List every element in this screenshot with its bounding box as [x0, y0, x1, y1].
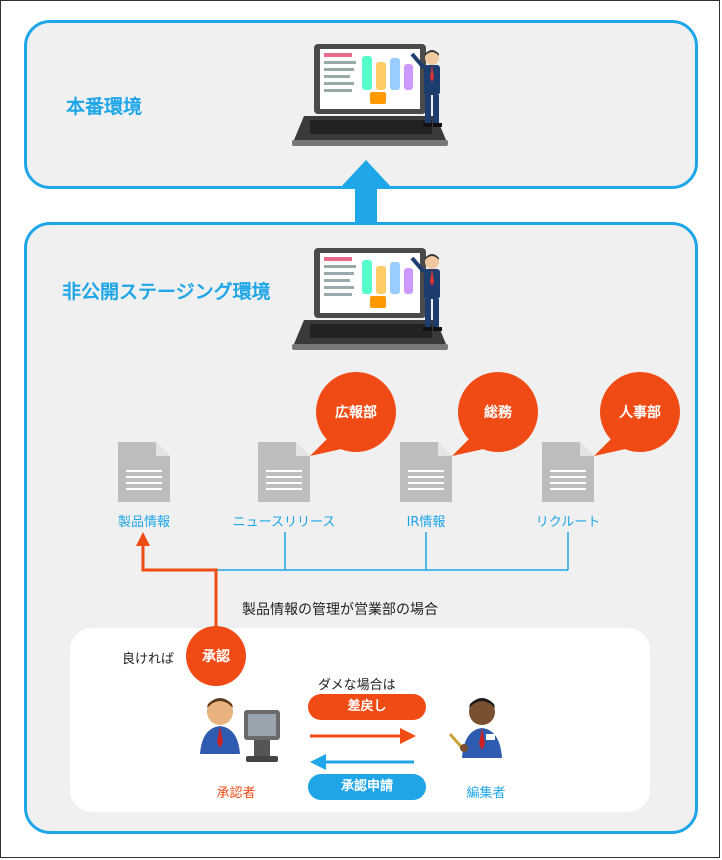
- approval-request-arrow: [310, 754, 414, 770]
- department-bubble: [594, 372, 680, 456]
- department-bubble: [452, 372, 538, 456]
- approve-label: 承認: [202, 649, 230, 665]
- ok-text: 良ければ: [122, 652, 175, 667]
- document-connector-lines: [216, 532, 569, 571]
- document-icon: [542, 442, 594, 502]
- production-environment-title: 本番環境: [66, 96, 143, 118]
- editor-label: 編集者: [466, 786, 506, 801]
- arrow-up-icon: [340, 160, 392, 224]
- department-label: 広報部: [335, 405, 377, 421]
- document-icon: [400, 442, 452, 502]
- document-label: IR情報: [406, 515, 446, 530]
- person-at-computer-icon: [200, 698, 280, 762]
- laptop-icon: [292, 44, 448, 146]
- department-bubble: [310, 372, 396, 456]
- document-label: 製品情報: [117, 515, 171, 530]
- document-icon: [118, 442, 170, 502]
- businessman-icon: [410, 254, 442, 331]
- ng-text: ダメな場合は: [318, 678, 396, 693]
- department-label: 人事部: [619, 405, 661, 421]
- document-icon: [258, 442, 310, 502]
- approval-request-pill: 承認申請: [308, 774, 426, 800]
- person-with-pen-icon: [448, 698, 502, 758]
- approve-circle: [186, 626, 246, 686]
- send-back-pill: 差戻し: [308, 694, 426, 720]
- staging-environment-title: 非公開ステージング環境: [62, 281, 271, 303]
- workflow-caption: 製品情報の管理が営業部の場合: [242, 602, 438, 618]
- laptop-icon: [292, 248, 448, 350]
- document-label: リクルート: [535, 515, 601, 530]
- approver-label: 承認者: [216, 786, 256, 801]
- document-label: ニュースリリース: [232, 515, 336, 530]
- send-back-arrow: [310, 728, 416, 744]
- businessman-icon: [410, 50, 442, 127]
- approval-path-arrow: [136, 532, 218, 632]
- department-label: 総務: [484, 405, 512, 421]
